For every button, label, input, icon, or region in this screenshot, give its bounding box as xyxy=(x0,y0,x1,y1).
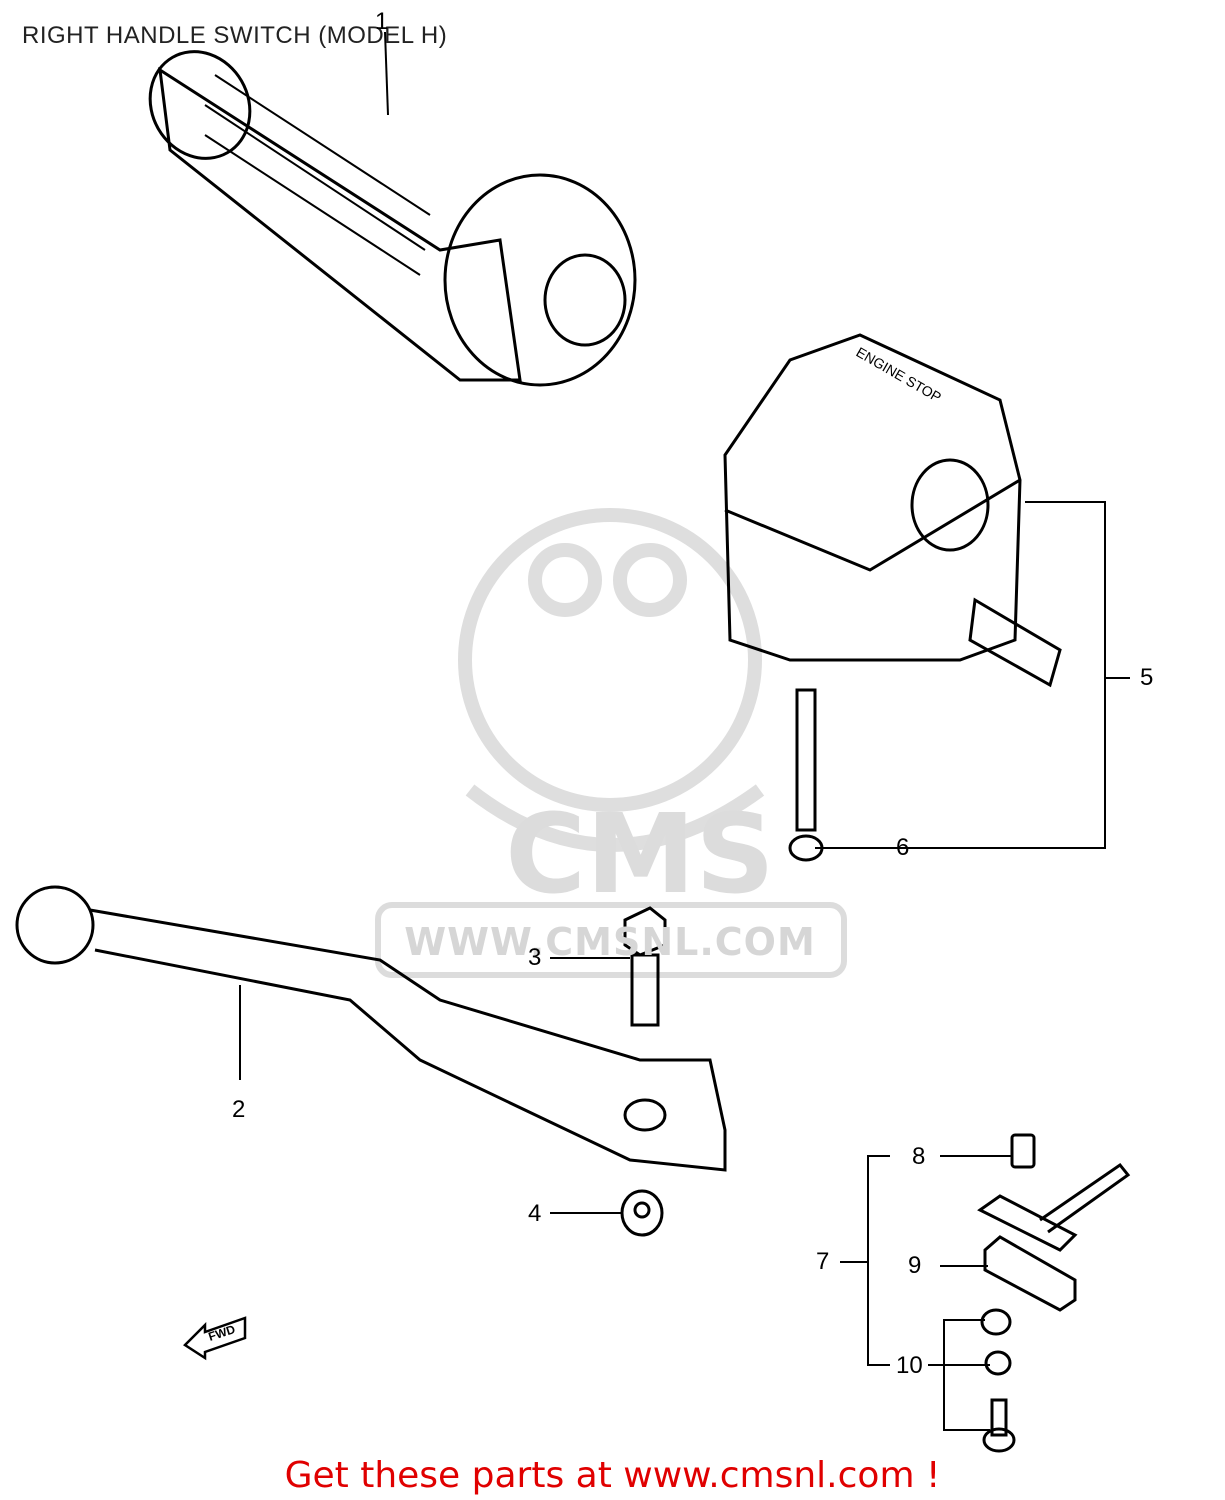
nut-part-4 xyxy=(620,1189,664,1237)
grip-part xyxy=(148,50,637,387)
callout-4: 4 xyxy=(528,1200,542,1227)
diagram-title: RIGHT HANDLE SWITCH (MODEL H) xyxy=(22,22,448,49)
leader-line-1 xyxy=(384,31,389,116)
switch-bracket-part-9 xyxy=(977,1162,1131,1312)
leader-line-5 xyxy=(815,501,1106,849)
promo-link[interactable]: Get these parts at www.cmsnl.com ! xyxy=(284,1455,941,1496)
watermark-banner xyxy=(375,902,847,978)
watermark-mascot xyxy=(458,508,765,852)
callout-8: 8 xyxy=(912,1143,926,1170)
bolt-part-3 xyxy=(623,906,667,1027)
watermark-brand: CMS xyxy=(505,790,775,918)
callout-9: 9 xyxy=(908,1252,922,1279)
switch-plunger-part-8 xyxy=(1010,1133,1036,1169)
screw-set-part-10 xyxy=(980,1308,1016,1453)
callout-6: 6 xyxy=(896,834,910,861)
fwd-arrow-icon: FWD xyxy=(183,1316,247,1361)
leader-line-10 xyxy=(943,1319,990,1431)
callout-10: 10 xyxy=(896,1352,923,1379)
screw-part-6 xyxy=(788,688,824,862)
leader-line-7 xyxy=(867,1155,890,1366)
switch-housing-part xyxy=(723,333,1062,688)
callout-7: 7 xyxy=(816,1248,830,1275)
callout-1: 1 xyxy=(375,8,389,35)
callout-2: 2 xyxy=(232,1096,246,1123)
brake-lever-part xyxy=(15,885,727,1172)
callout-3: 3 xyxy=(528,944,542,971)
callout-5: 5 xyxy=(1140,664,1154,691)
watermark-url: WWW.CMSNL.COM xyxy=(404,920,816,964)
